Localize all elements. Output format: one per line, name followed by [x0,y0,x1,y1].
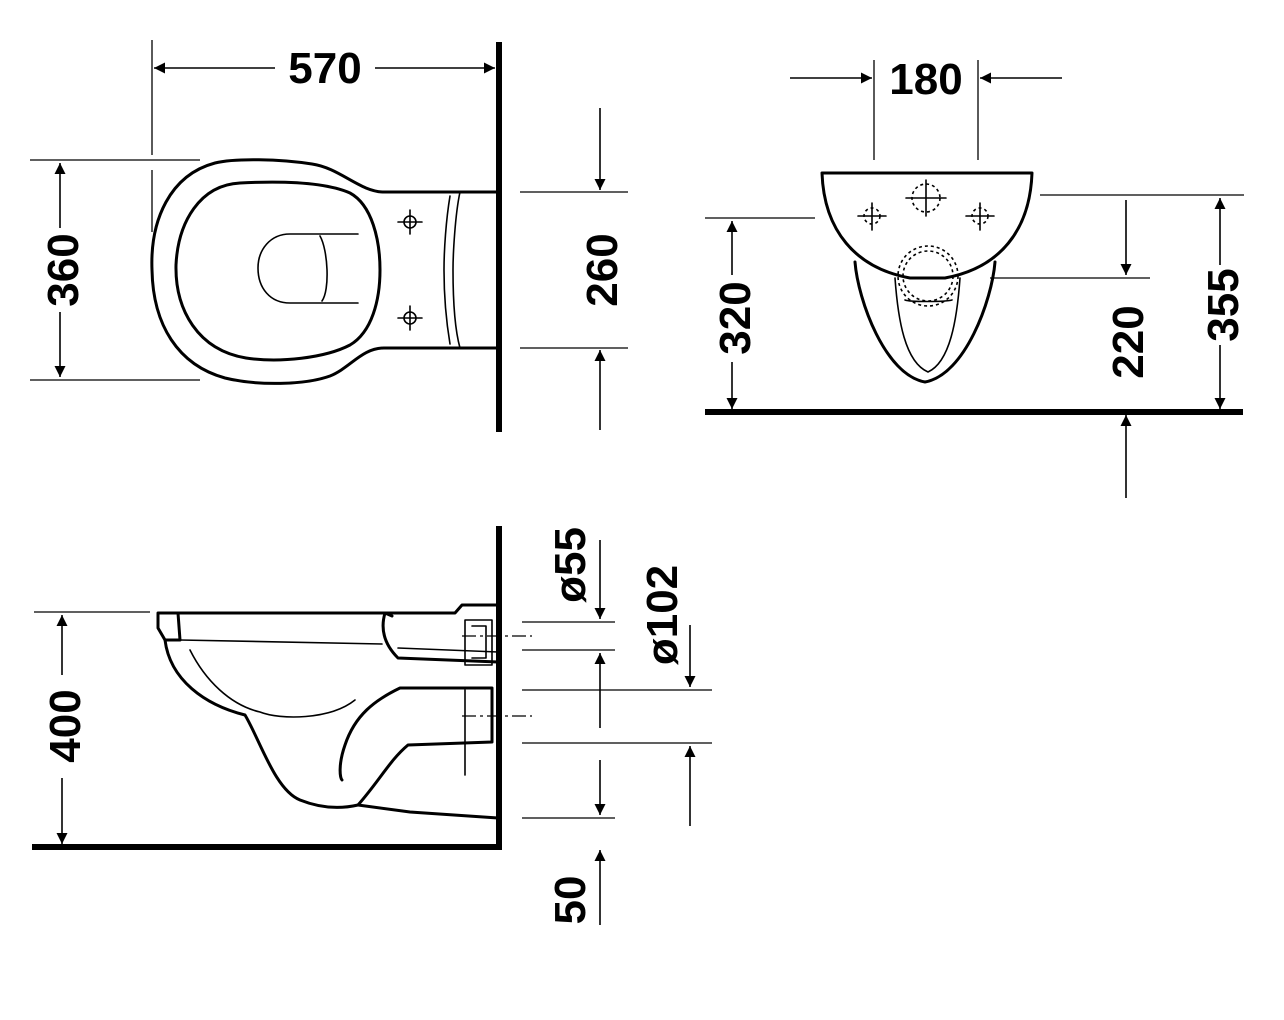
height-bottom-dimension-label: 320 [711,281,760,354]
offset-dimension-label: 50 [546,876,595,925]
fixing-hole-icon [857,202,887,231]
top-view-rim-inner [174,180,382,362]
side-view-rim-lower [179,639,383,645]
height-top-dimension-label: 355 [1199,268,1248,341]
front-view-top-plate [820,171,1034,280]
side-view-bowl-underside [356,803,500,820]
fixing-hole-icon [397,305,423,331]
inlet-circle-icon [905,179,947,217]
outlet-diameter-label: ø102 [638,565,687,665]
top-view-bowl-outline [150,158,500,385]
side-view-hood-inner [397,647,499,653]
outlet-center-dimension-label: 220 [1104,305,1153,378]
fixing-hole-icon [397,209,423,235]
side-view-rim [156,611,182,642]
mount-dimension-label: 260 [578,233,627,306]
front-view-inner-outlet [894,277,961,373]
outlet-circle-icon [897,245,959,307]
fixing-hole-icon [965,202,995,231]
side-view-bowl-inner [189,649,356,718]
rim-height-dimension-label: 400 [41,689,90,762]
top-view: 570 360 260 [30,40,628,432]
top-view-flush-opening [257,233,359,304]
top-view-rear-bulge-inner [443,195,451,345]
width-dimension-label: 570 [288,44,361,93]
front-view: 180 320 220 355 [705,55,1248,498]
depth-dimension-label: 360 [39,233,88,306]
side-view-rim-top [176,611,394,618]
top-view-rear-bulge [452,191,461,349]
side-view-rear-hood [381,603,500,664]
front-view-bowl [853,260,997,384]
front-view-inner-outlet-line [904,299,953,303]
side-view-connector [464,619,493,666]
side-view: 400 ø55 ø102 50 [32,526,712,925]
side-view-connector-inner [471,625,487,659]
top-view-flush-inner [319,235,328,302]
fixing-dimension-label: 180 [889,55,962,104]
inlet-diameter-label: ø55 [546,527,595,603]
side-view-bowl-body [163,638,494,809]
